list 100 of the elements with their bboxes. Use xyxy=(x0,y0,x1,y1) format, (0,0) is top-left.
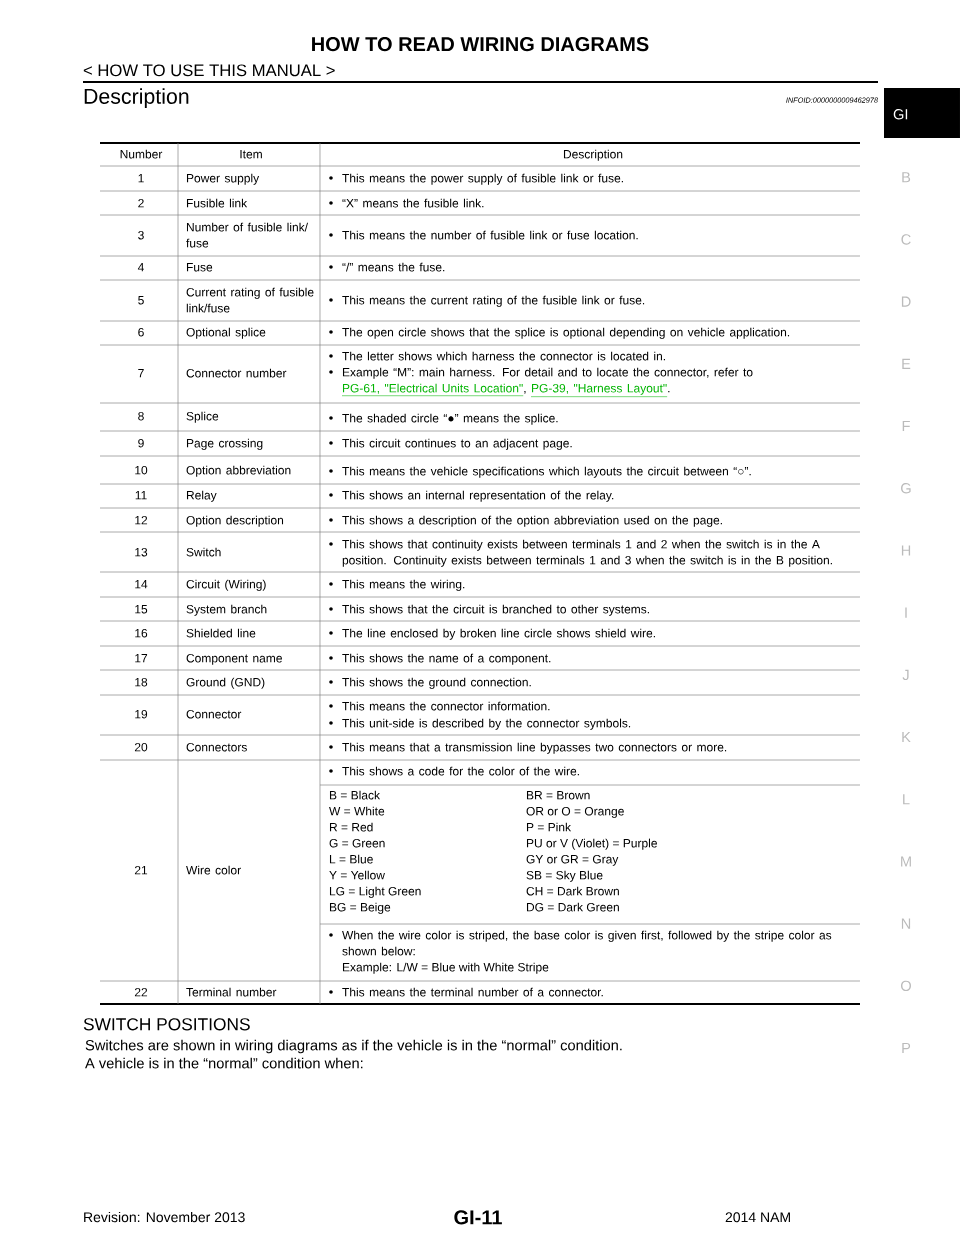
row-number: 16 xyxy=(135,628,148,638)
row-number: 18 xyxy=(135,677,148,687)
row-number: 6 xyxy=(138,327,144,337)
list-item: This means the current rating of the fusible link or fuse. xyxy=(329,295,645,307)
body-text: Switches are shown in wiring diagrams as if the vehicle is in the “normal” condition. xyxy=(85,1039,622,1054)
row-number: 20 xyxy=(134,742,148,752)
subheading: SWITCH POSITIONS xyxy=(83,1018,250,1031)
section-letter: F xyxy=(902,421,910,432)
row-number: 8 xyxy=(138,411,144,421)
color-code: B = Black xyxy=(330,790,381,800)
section-letter: O xyxy=(901,980,911,992)
section-letter: L xyxy=(903,794,910,805)
item-name: Current rating of fusible link/fuse xyxy=(186,287,314,313)
list-item: “/” means the fuse. xyxy=(329,262,445,272)
color-code: L = Blue xyxy=(330,854,373,864)
row-number: 21 xyxy=(134,865,148,875)
color-code: CH = Dark Brown xyxy=(526,886,619,896)
list-item: This shows that the circuit is branched to other systems. xyxy=(329,604,649,616)
page-number: GI-11 xyxy=(454,1210,502,1225)
column-header: Item xyxy=(240,150,262,159)
list-item: This shows that continuity exists between terminals 1 and 2 when the switch is in the A position. Continuity exists between terminals 1 and 3 when the switch is in the B position. xyxy=(329,539,832,567)
item-name: Option description xyxy=(186,515,284,527)
list-item: This shows an internal representation of the relay. xyxy=(329,490,614,502)
color-code: BR = Brown xyxy=(527,791,590,800)
row-number: 5 xyxy=(138,296,144,305)
color-code: Example: L/W = Blue with White Stripe xyxy=(343,962,549,974)
list-item: This unit-side is described by the connector symbols. xyxy=(329,718,631,730)
section-letter: H xyxy=(901,545,911,556)
section-letter: J xyxy=(902,669,909,681)
color-code: SB = Sky Blue xyxy=(526,870,603,882)
section-tab: GI xyxy=(884,88,960,138)
item-name: Power supply xyxy=(187,173,260,185)
row-number: 9 xyxy=(138,438,144,448)
row-number: 13 xyxy=(135,547,148,557)
list-item: This means that a transmission line bypasses two connectors or more. xyxy=(329,742,727,754)
color-code: PU or V (Violet) = Purple xyxy=(527,838,657,850)
item-name: Page crossing xyxy=(187,438,263,450)
list-item: This means the vehicle specifications which layouts the circuit between “○”. xyxy=(329,466,751,478)
list-item: This means the terminal number of a connector. xyxy=(329,987,603,997)
list-item: This means the number of fusible link or fuse location. xyxy=(329,230,638,240)
list-item: “X” means the fusible link. xyxy=(329,198,484,208)
row-number: 14 xyxy=(135,580,148,589)
list-item: The line enclosed by broken line circle shows shield wire. xyxy=(329,628,655,640)
item-name: Shielded line xyxy=(186,628,256,638)
item-name: Optional splice xyxy=(186,327,266,339)
list-item: When the wire color is striped, the base color is given first, followed by the stripe color as shown below: xyxy=(329,930,832,956)
list-item: This shows the name of a component. xyxy=(329,653,551,665)
color-code: Y = Yellow xyxy=(329,870,385,880)
item-name: Connector number xyxy=(186,368,287,378)
section-letter: D xyxy=(901,296,911,307)
row-number: 1 xyxy=(138,174,144,183)
item-name: System branch xyxy=(186,604,267,616)
item-name: Wire color xyxy=(186,865,241,875)
section-letter: B xyxy=(902,172,911,183)
column-header: Description xyxy=(563,149,623,161)
item-name: Connectors xyxy=(186,742,247,752)
section-path: < HOW TO USE THIS MANUAL > xyxy=(83,64,335,77)
row-number: 15 xyxy=(135,605,148,614)
list-item: This means the wiring. xyxy=(329,579,465,591)
row-number: 11 xyxy=(135,491,147,500)
body-text: A vehicle is in the “normal” condition when: xyxy=(85,1057,363,1069)
section-letter: K xyxy=(902,732,911,743)
row-number: 22 xyxy=(134,987,148,997)
item-name: Fuse xyxy=(187,263,213,272)
item-name: Number of fusible link/ fuse xyxy=(186,222,308,248)
row-number: 7 xyxy=(138,369,144,378)
color-code: LG = Light Green xyxy=(330,886,421,898)
item-name: Ground (GND) xyxy=(186,677,265,689)
color-code: R = Red xyxy=(330,822,373,832)
link: PG-61, "Electrical Units Location" xyxy=(341,383,524,396)
list-item: This circuit continues to an adjacent page. xyxy=(329,438,572,450)
list-item: This shows a description of the option abbreviation used on the page. xyxy=(329,515,722,527)
section-letter: E xyxy=(902,358,911,369)
list-item: This means the power supply of fusible link or fuse. xyxy=(329,173,623,185)
color-code: DG = Dark Green xyxy=(527,902,619,912)
list-item: This shows the ground connection. xyxy=(329,677,531,689)
item-name: Connector xyxy=(186,709,242,719)
section-letter: N xyxy=(901,918,911,929)
row-number: 3 xyxy=(138,230,144,240)
item-name: Circuit (Wiring) xyxy=(186,579,266,591)
item-name: Terminal number xyxy=(186,987,277,997)
row-number: 4 xyxy=(137,263,144,272)
list-item: This means the connector information. xyxy=(329,701,550,711)
row-number: 17 xyxy=(135,654,148,663)
row-number: 19 xyxy=(135,709,148,719)
item-name: Option abbreviation xyxy=(186,465,291,477)
list-item: This shows a code for the color of the wire. xyxy=(329,766,579,776)
row-number: 12 xyxy=(135,515,148,525)
item-name: Component name xyxy=(186,653,282,665)
color-code: GY or GR = Gray xyxy=(526,854,619,866)
item-name: Switch xyxy=(186,547,221,557)
footer-text: 2014 NAM xyxy=(725,1212,790,1223)
color-code: OR or O = Orange xyxy=(526,806,624,818)
item-name: Relay xyxy=(187,490,217,502)
color-code: W = White xyxy=(329,806,385,816)
item-name: Splice xyxy=(186,411,219,423)
section-letter: C xyxy=(901,234,911,245)
color-code: BG = Beige xyxy=(330,902,391,914)
list-item: Example “M”: main harness. For detail and to locate the connector, refer to PG-61, "Electrical Units Location", PG-39, "Harness Layout". xyxy=(329,367,753,397)
column-header: Number xyxy=(120,149,163,159)
